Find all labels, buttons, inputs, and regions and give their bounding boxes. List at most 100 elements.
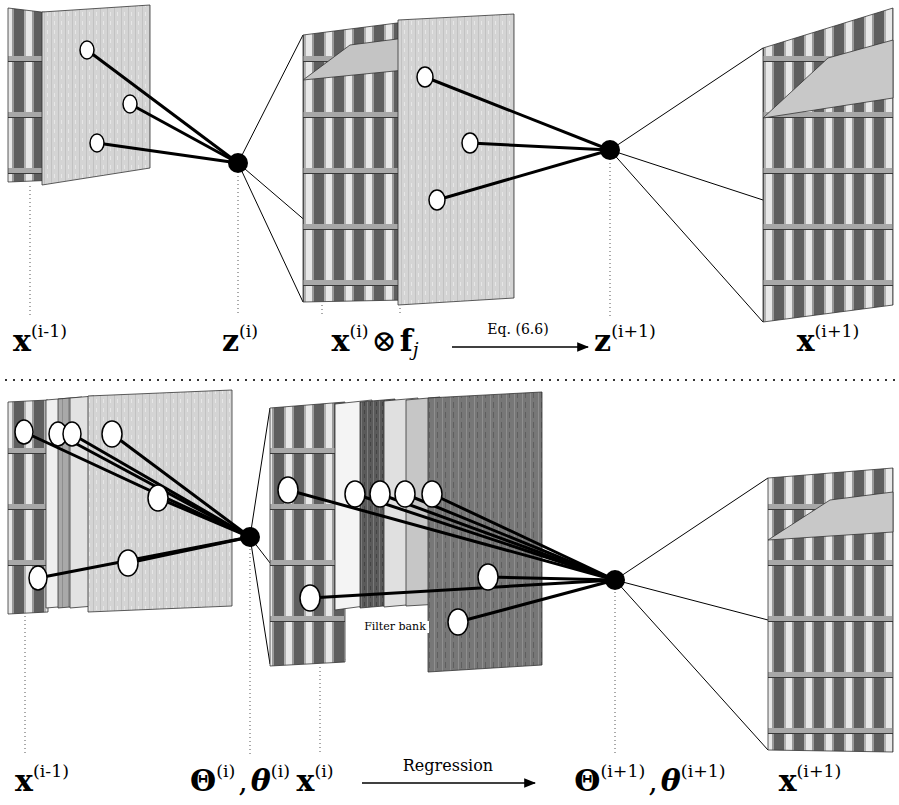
receptive-ellipse	[370, 481, 390, 507]
leader-line	[25, 549, 615, 755]
label-slot: x(i-1)	[15, 762, 69, 796]
math-part: Θ	[574, 763, 600, 798]
receptive-ellipse	[417, 67, 478, 210]
math-part: x	[779, 763, 797, 798]
label-slot: x(i-1)	[13, 322, 67, 356]
receptive-ellipse	[102, 421, 122, 447]
layer-label: x(i)⊗fj	[332, 322, 419, 360]
image-plane	[768, 468, 893, 752]
connection-line	[112, 434, 250, 537]
math-part: (i)	[349, 321, 368, 341]
receptive-ellipse	[417, 67, 433, 87]
math-part: x	[15, 763, 33, 798]
leader-line	[400, 308, 401, 316]
neuron-dot	[228, 153, 248, 173]
fan-line	[610, 150, 763, 322]
image-plane	[8, 390, 232, 614]
connection-line	[437, 150, 610, 200]
connection-line	[288, 490, 615, 580]
label-slot: Filter bank	[361, 621, 429, 633]
receptive-ellipse	[148, 485, 168, 511]
connection-line	[87, 50, 238, 163]
image-plane	[763, 8, 893, 322]
connection-line	[488, 577, 615, 580]
image-plane	[8, 400, 48, 614]
fan-line	[610, 150, 763, 200]
math-part: θ	[251, 763, 271, 798]
receptive-ellipse	[448, 609, 468, 635]
math-part: θ	[661, 763, 681, 798]
layer-label: x(i-1)	[15, 762, 69, 796]
connection-line	[310, 580, 615, 598]
math-part: (i+1)	[681, 761, 726, 781]
fan-line	[615, 478, 768, 750]
fan-line	[615, 580, 768, 750]
receptive-ellipse	[395, 481, 415, 507]
receptive-ellipse	[29, 566, 47, 590]
label-slot: Eq. (6.6)	[487, 322, 548, 337]
receptive-ellipse	[90, 134, 104, 152]
neuron-dot	[240, 527, 260, 547]
image-plane	[768, 492, 893, 540]
connection-line	[24, 432, 250, 537]
label-slot: Regression	[403, 758, 493, 775]
layer-label: Θ(i),θ(i)	[190, 762, 290, 796]
label-slot: z(i)	[222, 322, 258, 356]
layer-label: z(i)	[222, 322, 258, 356]
math-part: (i+1)	[815, 321, 860, 341]
image-plane	[88, 390, 232, 612]
connection-line	[97, 143, 238, 163]
math-part: Θ	[190, 763, 216, 798]
receptive-ellipse	[15, 420, 168, 590]
flow-arrow	[452, 346, 588, 348]
math-part: x	[332, 323, 350, 358]
math-part: x	[13, 323, 31, 358]
math-part: x	[296, 763, 314, 798]
layer-label: x(i-1)	[13, 322, 67, 356]
connection-line	[58, 434, 250, 537]
image-plane	[303, 22, 405, 302]
image-plane	[303, 38, 405, 80]
receptive-ellipse	[429, 190, 445, 210]
math-part: (i)	[271, 761, 290, 781]
math-part: ,	[238, 763, 248, 798]
connection-line	[432, 494, 615, 580]
connection-line	[72, 434, 250, 537]
math-part: x	[797, 323, 815, 358]
math-part: (i+1)	[797, 761, 842, 781]
math-part: f	[400, 323, 413, 358]
connection-line	[288, 490, 615, 622]
image-plane	[763, 8, 893, 322]
math-part: ,	[648, 763, 658, 798]
layer-label: x(i+1)	[779, 762, 842, 796]
math-part: (i+1)	[611, 321, 656, 341]
receptive-ellipse	[278, 477, 498, 635]
image-plane	[768, 468, 893, 752]
math-part: (i-1)	[31, 321, 67, 341]
leader-line	[250, 549, 251, 755]
label-slot: x(i+1)	[797, 322, 860, 356]
connection-line	[24, 432, 250, 578]
connection-line	[405, 494, 615, 580]
connection-line	[87, 50, 238, 163]
image-plane	[42, 5, 150, 185]
receptive-ellipse	[15, 420, 33, 444]
layer-label: z(i+1)	[594, 322, 656, 356]
fan-line	[250, 408, 270, 537]
fan-line	[615, 478, 768, 580]
label-slot: z(i+1)	[594, 322, 656, 356]
receptive-ellipse	[422, 481, 442, 507]
arrow-label: Eq. (6.6)	[487, 322, 548, 337]
fan-line	[238, 163, 303, 302]
receptive-ellipse	[118, 550, 138, 576]
connection-line	[38, 537, 250, 578]
leader-line	[320, 667, 321, 755]
connection-line	[128, 537, 250, 563]
image-plane	[270, 402, 345, 666]
fan-line	[250, 537, 270, 664]
fan-line	[615, 580, 768, 620]
leader-line	[25, 616, 26, 755]
layer-label: Θ(i+1),θ(i+1)	[574, 762, 725, 796]
